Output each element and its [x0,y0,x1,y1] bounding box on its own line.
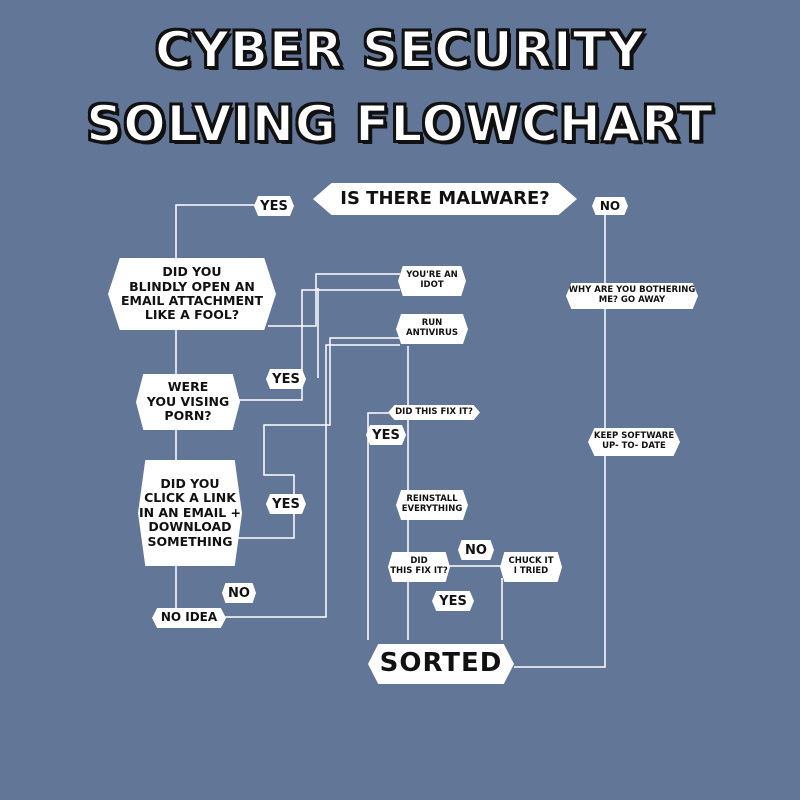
line-attachment-to-idiot [268,273,400,327]
label-no-malware: NO [592,197,628,215]
line-yes-to-attachment [175,204,262,260]
label-yes-malware: YES [254,196,294,216]
node-keep-software-up-to-date: KEEP SOFTWARE UP- TO- DATE [588,428,680,456]
node-run-antivirus: RUN ANTIVIRUS [396,314,468,344]
line-click-to-antivirus [238,337,400,539]
node-no-idea: NO IDEA [152,608,226,628]
node-is-there-malware: IS THERE MALWARE? [313,183,577,215]
node-click-link-email: DID YOU CLICK A LINK IN AN EMAIL + DOWNL… [138,460,242,566]
node-sorted: SORTED [368,644,514,684]
title-line-2: SOLVING FLOWCHART [85,94,714,154]
node-reinstall-everything: REINSTALL EVERYTHING [396,490,468,520]
line-noidea-to-antivirus [218,344,400,618]
node-did-this-fix-it-2: DID THIS FIX IT? [388,552,450,582]
label-yes-fix1: YES [366,425,406,445]
line-keep-to-sorted [514,455,606,668]
label-yes-click: YES [266,494,306,514]
label-yes-porn: YES [266,369,306,389]
node-email-attachment: DID YOU BLINDLY OPEN AN EMAIL ATTACHMENT… [108,258,276,330]
node-why-are-you-bothering: WHY ARE YOU BOTHERING ME? GO AWAY [566,283,698,309]
line-no-to-why [604,204,622,283]
node-did-this-fix-it-1: DID THIS FIX IT? [388,405,480,420]
label-yes-fix2: YES [432,591,474,611]
line-porn-to-idiot [238,289,400,401]
node-chuck-it-i-tried: CHUCK IT I TRIED [500,552,562,582]
node-youre-an-idiot: YOU'RE AN IDOT [398,266,466,296]
label-no-click: NO [222,583,256,603]
label-no-fix2: NO [458,540,494,560]
title-line-1: CYBER SECURITY [154,20,645,80]
line-fix1-yes-to-sorted [367,412,390,640]
node-visiting-porn: WERE YOU VISING PORN? [136,374,240,430]
